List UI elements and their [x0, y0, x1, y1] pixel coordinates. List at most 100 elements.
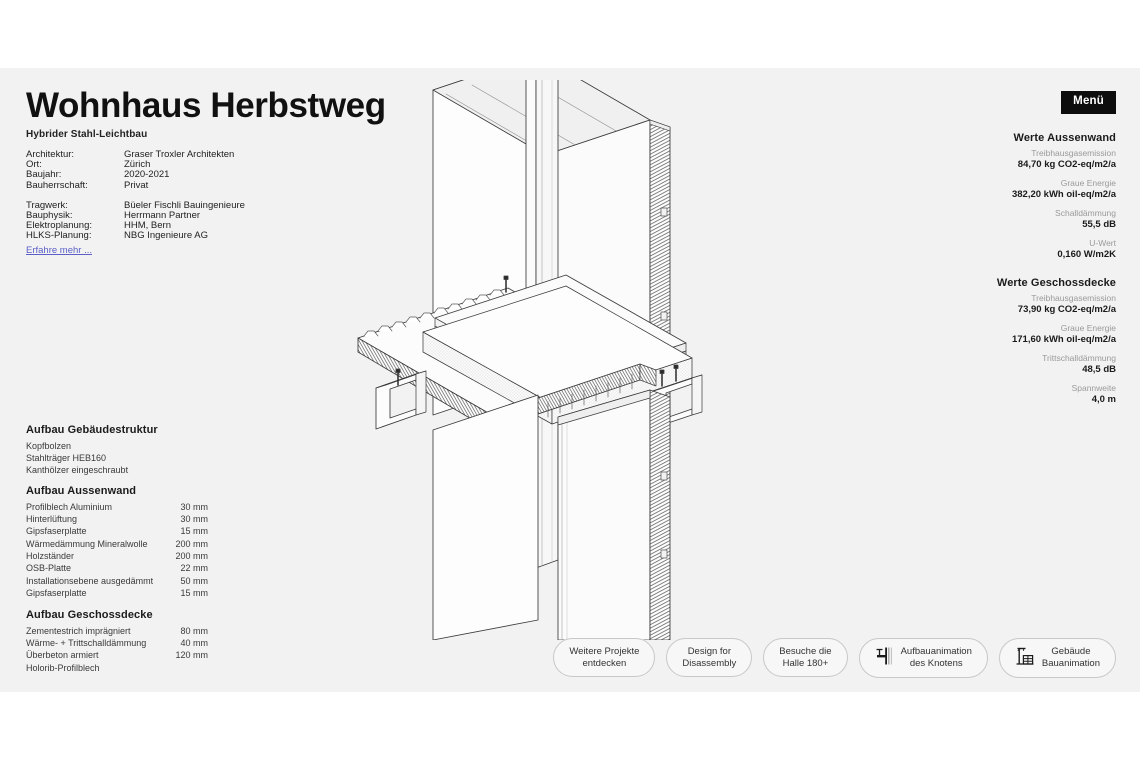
axonometric-construction-detail: [320, 80, 820, 640]
spec-value: 30 mm: [180, 513, 208, 524]
pill-label-line2: Bauanimation: [1041, 657, 1100, 669]
spec-name: Kopfbolzen: [26, 440, 72, 451]
spec-name: Hinterlüftung: [26, 513, 78, 524]
spec-name: Kanthölzer eingeschraubt: [26, 465, 129, 476]
values-heading: Werte Aussenwand: [1013, 132, 1116, 144]
page-title: Wohnhaus Herbstweg: [26, 86, 386, 125]
spec-name: Installationsebene ausgedämmt: [26, 575, 154, 586]
credit-group: Architektur: Graser Troxler Architekten …: [26, 149, 326, 191]
spec-block-aussenwand: Aufbau Aussenwand Profilblech Aluminium …: [26, 485, 208, 616]
value-item: Graue Energie 171,60 kWh oil-eq/m2/a: [896, 323, 1116, 346]
spec-value: 200 mm: [175, 538, 208, 549]
value-item: Schalldämmung 55,5 dB: [896, 208, 1116, 231]
pill-label-line1: Design for: [687, 646, 731, 658]
spec-name: Profilblech Aluminium: [26, 501, 113, 512]
credit-label: Bauherrschaft:: [26, 179, 88, 191]
credit-label: Tragwerk:: [26, 199, 68, 211]
spec-block-gebaeudestruktur: Aufbau Gebäudestruktur Kopfbolzen Stahlt…: [26, 424, 208, 493]
credit-row: Bauherrschaft: Privat: [26, 179, 326, 191]
spec-value: 120 mm: [175, 650, 208, 661]
pill-gebaeude-bauanimation[interactable]: Gebäude Bauanimation: [998, 638, 1116, 678]
page-subtitle: Hybrider Stahl-Leichtbau: [26, 129, 148, 140]
spec-row: Stahlträger HEB160: [26, 452, 208, 464]
spec-value: 30 mm: [180, 501, 208, 512]
credit-label: Baujahr:: [26, 169, 62, 181]
spec-name: Gipsfaserplatte: [26, 588, 87, 599]
spec-row: Installationsebene ausgedämmt 50 mm: [26, 575, 208, 587]
credit-group: Tragwerk: Büeler Fischli Bauingenieure B…: [26, 199, 326, 242]
credit-row: Tragwerk: Büeler Fischli Bauingenieure: [26, 199, 326, 211]
credit-label: Architektur:: [26, 149, 75, 160]
value-number: 171,60 kWh oil-eq/m2/a: [1011, 334, 1116, 345]
credit-value: 2020-2021: [124, 169, 170, 181]
value-label: Spannweite: [1071, 383, 1116, 393]
spec-row: Zementestrich imprägniert 80 mm: [26, 625, 208, 637]
value-item: Spannweite 4,0 m: [896, 383, 1116, 406]
spec-name: Holzständer: [26, 551, 75, 562]
spec-row: Gipsfaserplatte 15 mm: [26, 587, 208, 599]
value-number: 73,90 kg CO2-eq/m2/a: [1017, 304, 1116, 315]
spec-value: 40 mm: [180, 637, 208, 648]
value-item: Trittschalldämmung 48,5 dB: [896, 353, 1116, 376]
credit-label: Bauphysik:: [26, 209, 73, 221]
value-label: U-Wert: [1089, 238, 1116, 248]
spec-heading: Aufbau Gebäudestruktur: [26, 424, 158, 436]
value-number: 4,0 m: [1091, 394, 1116, 405]
pill-aufbauanimation-knoten[interactable]: Aufbauanimation des Knotens: [858, 638, 988, 678]
spec-row: Hinterlüftung 30 mm: [26, 513, 208, 525]
credit-label: HLKS-Planung:: [26, 230, 92, 242]
pill-besuche-halle[interactable]: Besuche die Halle 180+: [763, 638, 848, 678]
spec-value: 15 mm: [180, 588, 208, 599]
pill-label-line2: des Knotens: [909, 657, 963, 669]
value-label: Treibhausgasemission: [1031, 293, 1116, 303]
spec-name: OSB-Platte: [26, 563, 72, 574]
credit-row: Architektur: Graser Troxler Architekten: [26, 149, 326, 160]
value-label: Graue Energie: [1060, 178, 1116, 188]
credit-label: Elektroplanung:: [26, 220, 93, 232]
spec-name: Holorib-Profilblech: [26, 662, 100, 673]
credit-value: Graser Troxler Architekten: [124, 149, 235, 160]
spec-name: Stahlträger HEB160: [26, 452, 107, 463]
spec-name: Wärmedämmung Mineralwolle: [26, 538, 148, 549]
pill-label-line2: Halle 180+: [782, 657, 829, 669]
spec-value: 22 mm: [180, 563, 208, 574]
value-number: 48,5 dB: [1082, 364, 1116, 375]
pill-weitere-projekte[interactable]: Weitere Projekte entdecken: [553, 638, 656, 678]
spec-value: 200 mm: [175, 551, 208, 562]
credit-value: Büeler Fischli Bauingenieure: [124, 199, 245, 211]
credit-value: NBG Ingenieure AG: [124, 230, 208, 242]
value-item: Treibhausgasemission 84,70 kg CO2-eq/m2/…: [896, 148, 1116, 171]
spec-row: Kanthölzer eingeschraubt: [26, 464, 208, 476]
credit-value: Privat: [124, 179, 149, 191]
value-number: 0,160 W/m2K: [1057, 249, 1116, 260]
pill-label-line1: Besuche die: [779, 646, 832, 658]
learn-more-link[interactable]: Erfahre mehr ...: [26, 245, 92, 256]
spec-value: 80 mm: [180, 625, 208, 636]
pill-label-line1: Weitere Projekte: [569, 646, 640, 658]
value-item: Graue Energie 382,20 kWh oil-eq/m2/a: [896, 178, 1116, 201]
project-credits: Architektur: Graser Troxler Architekten …: [26, 149, 326, 252]
pill-label-line2: entdecken: [582, 657, 627, 669]
spec-row: Überbeton armiert 120 mm: [26, 649, 208, 661]
credit-value: Zürich: [124, 159, 151, 171]
credit-label: Ort:: [26, 159, 42, 171]
action-button-row: Weitere Projekte entdecken Design for Di…: [0, 638, 1140, 678]
credit-value: Herrmann Partner: [124, 209, 201, 221]
pill-label-line1: Aufbauanimation: [900, 646, 972, 658]
spec-name: Wärme- + Trittschalldämmung: [26, 637, 147, 648]
credit-row: Baujahr: 2020-2021: [26, 170, 326, 180]
spec-value: 50 mm: [180, 575, 208, 586]
spec-name: Überbeton armiert: [26, 650, 99, 661]
pill-design-for-disassembly[interactable]: Design for Disassembly: [666, 638, 753, 678]
spec-row: Wärmedämmung Mineralwolle 200 mm: [26, 538, 208, 550]
spec-name: Zementestrich imprägniert: [26, 625, 131, 636]
spec-row: Kopfbolzen: [26, 440, 208, 452]
value-label: Schalldämmung: [1055, 208, 1116, 218]
value-label: Graue Energie: [1060, 323, 1116, 333]
spec-row: OSB-Platte 22 mm: [26, 562, 208, 574]
credit-row: HLKS-Planung: NBG Ingenieure AG: [26, 231, 326, 241]
spec-row: Holzständer 200 mm: [26, 550, 208, 562]
menu-button[interactable]: Menü: [1061, 91, 1116, 114]
pill-label-line1: Gebäude: [1051, 646, 1091, 658]
